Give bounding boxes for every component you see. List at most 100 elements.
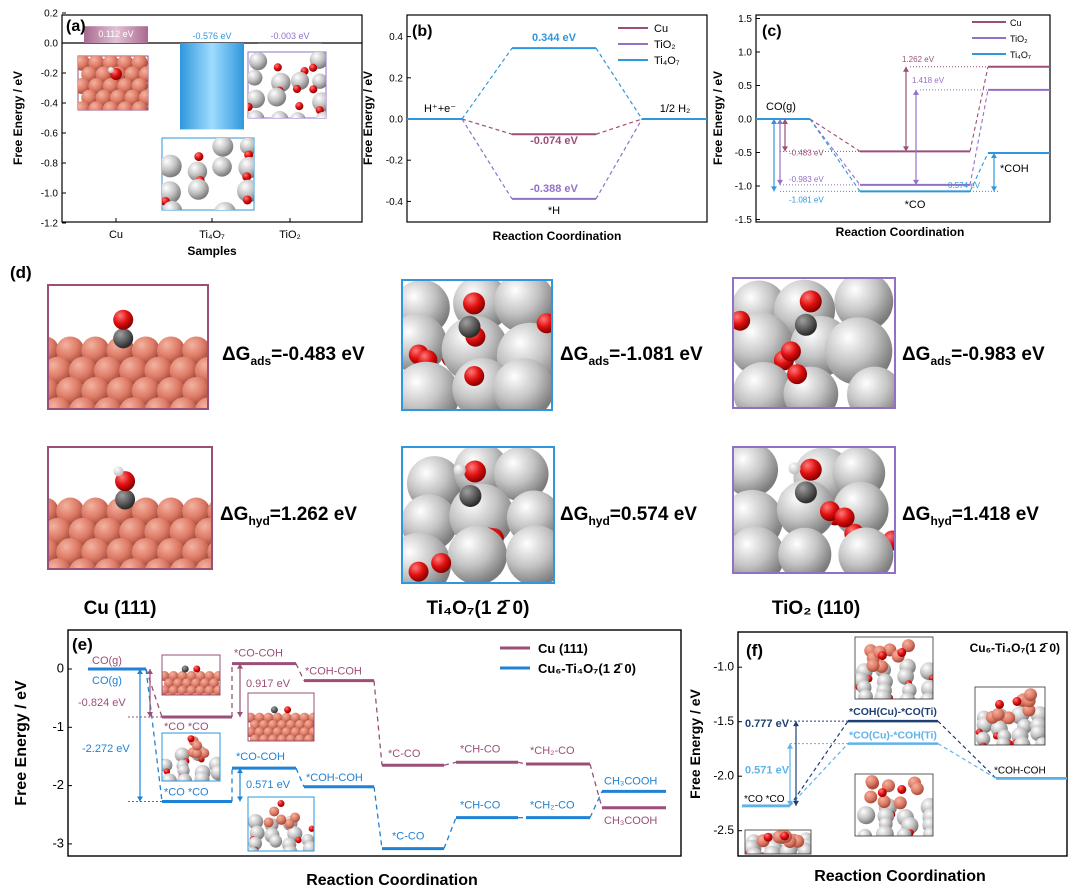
connector (969, 89, 989, 185)
cu-atom (195, 558, 212, 569)
ti-atom (239, 138, 254, 155)
y-tick-label: -1.0 (713, 660, 734, 674)
arrow-head (237, 712, 243, 718)
ti-atom (975, 731, 991, 745)
ads-arrow (777, 119, 783, 185)
cu-atom (119, 356, 148, 385)
ti-atom (210, 765, 220, 781)
cu-atom (991, 707, 1005, 721)
cu-atom (268, 734, 278, 741)
arrow-head (237, 796, 243, 802)
cu-atom (144, 558, 172, 569)
connector (461, 118, 513, 200)
structure-caption: Cu (111) (84, 598, 157, 619)
cu-atom (182, 497, 211, 526)
ti-atom (733, 362, 794, 408)
cu-atom (124, 89, 141, 106)
state-label: *COH-COH (305, 666, 362, 678)
cu-atom (194, 397, 208, 409)
o-atom (242, 172, 252, 182)
o-atom (780, 831, 790, 841)
structure-frame (47, 284, 209, 410)
hyd-arrow (913, 89, 919, 185)
inset-frame (247, 692, 315, 742)
ti-atom (248, 110, 265, 118)
cu-atom (177, 685, 188, 695)
cu-atom (263, 727, 274, 738)
ti-atom (919, 692, 933, 699)
connector (443, 761, 457, 766)
y-tick-label: -2.0 (713, 769, 734, 783)
ti-atom (176, 773, 193, 781)
state-label: CH₃COOH (604, 775, 657, 787)
inset-frame (744, 829, 812, 855)
inset-frame (161, 654, 221, 696)
o-atom (860, 840, 867, 847)
cu-atom (259, 719, 269, 730)
ti-atom (857, 806, 876, 825)
cu-atom (250, 719, 260, 730)
ti-atom (248, 847, 259, 851)
ti-atom (920, 662, 933, 681)
structure-caption: TiO₂ (110) (772, 598, 860, 619)
o-atom (463, 292, 485, 315)
h-atom (113, 466, 124, 477)
o-atom (309, 85, 318, 94)
panel-f-lines: 0.777 eV0.571 eV*CO *CO*COH(Cu)-*CO(Ti)*… (742, 636, 1067, 855)
y-tick-label: -1.0 (41, 189, 59, 200)
connector (595, 47, 643, 120)
ti-atom (187, 161, 208, 182)
ti-atom (776, 480, 836, 539)
state-label: *CO(Cu)-*COH(Ti) (849, 730, 937, 742)
delta-g-label: ΔGhyd=1.262 eV (220, 504, 357, 528)
o-atom (995, 748, 1002, 755)
state-label: *CH-CO (460, 800, 501, 812)
cu-atom (69, 558, 97, 569)
cu-atom (164, 692, 174, 695)
cu-atom (131, 497, 160, 526)
arrow-head (787, 743, 793, 749)
category-label: Cu (109, 229, 123, 241)
cu-atom (48, 558, 72, 569)
c-atom (794, 481, 817, 504)
arrow-head (793, 721, 799, 727)
structure-image (401, 446, 555, 584)
cu-atom (192, 740, 203, 751)
o-atom (464, 366, 485, 387)
cu-atom (88, 78, 105, 94)
ti-atom (248, 52, 268, 71)
delta-g-label: ΔGads=-0.983 eV (902, 344, 1045, 368)
arrow-head (991, 152, 997, 158)
cu-atom (119, 558, 147, 569)
cu-atom (213, 685, 220, 695)
ti-atom (834, 278, 894, 331)
panel-d-structures (47, 277, 896, 584)
o-atom (287, 124, 295, 132)
cu-atom (157, 377, 185, 406)
arrow-head (782, 119, 788, 124)
cu-atom (272, 727, 283, 738)
y-tick-label: -1.0 (735, 182, 753, 193)
structure-caption: Ti₄O₇(1 2̄ 0) (427, 598, 530, 619)
ti-atom (248, 813, 264, 830)
y-tick-label: 0.5 (738, 81, 752, 92)
cu-atom (299, 727, 310, 738)
panel-a: 0.20.0-0.2-0.4-0.6-0.8-1.0-1.2 0.112 eV-… (11, 9, 363, 258)
ti-atom (896, 827, 912, 836)
state-label: CO(g) (92, 675, 122, 687)
cu-atom (168, 685, 179, 695)
connector (145, 668, 163, 802)
cu-atom (186, 671, 197, 681)
cu-atom (68, 356, 97, 385)
arrow-head (793, 800, 799, 806)
cu-atom (94, 356, 122, 385)
panel-f-ylabel: Free Energy / eV (687, 688, 703, 798)
cu-atom (169, 517, 198, 546)
ti-atom (874, 689, 892, 699)
panel-a-ylabel: Free Energy / eV (11, 71, 25, 165)
annotation: 0.571 eV (745, 765, 790, 777)
state-label: 1/2 H₂ (660, 103, 691, 115)
inset-frame (854, 773, 934, 837)
cu-atom (169, 397, 198, 409)
y-tick-label: -0.8 (41, 159, 59, 170)
